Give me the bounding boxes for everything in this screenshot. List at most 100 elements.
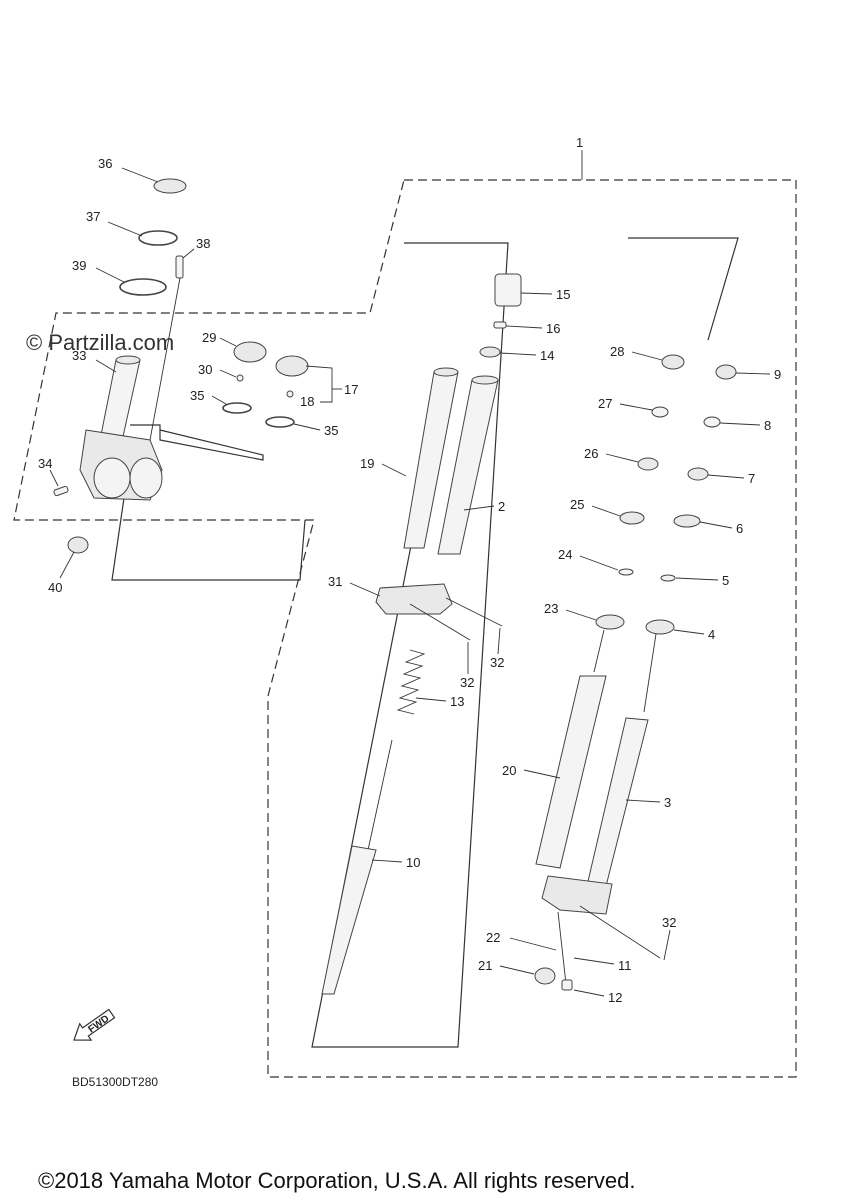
leader-23: [565, 609, 597, 621]
part-21-washer: [534, 967, 556, 985]
leader-32a: [497, 627, 501, 655]
fwd-arrow: FWD: [73, 1008, 116, 1041]
part-9-disc: [715, 364, 737, 380]
part-39-ring: [119, 278, 167, 296]
callout-27: 27: [598, 396, 612, 411]
leader-8: [719, 422, 761, 426]
callout-16: 16: [546, 321, 560, 336]
callout-14: 14: [540, 348, 554, 363]
callout-13: 13: [450, 694, 464, 709]
callout-26: 26: [584, 446, 598, 461]
callout-39: 39: [72, 258, 86, 273]
copyright-notice: ©2018 Yamaha Motor Corporation, U.S.A. A…: [38, 1168, 635, 1193]
part-13-spring: [396, 649, 426, 715]
part-33-bracket-right-boss: [129, 457, 163, 499]
part-25-disc: [619, 511, 645, 525]
part-36-cap: [153, 178, 187, 194]
callout-31: 31: [328, 574, 342, 589]
part-2-tube-top: [471, 375, 499, 385]
part-35-left-ring: [222, 402, 252, 414]
part-11-rod: [557, 911, 567, 985]
part-4-guide: [643, 633, 657, 713]
part-37-ring: [138, 230, 178, 246]
callout-25: 25: [570, 497, 584, 512]
leader-9: [735, 372, 771, 375]
leader-26: [605, 453, 639, 463]
callout-29: 29: [202, 330, 216, 345]
callout-12: 12: [608, 990, 622, 1005]
callout-11: 11: [618, 958, 632, 973]
part-32-bolt-c: [579, 905, 661, 959]
leader-24: [579, 555, 619, 571]
callout-38: 38: [196, 236, 210, 251]
leader-27: [619, 403, 653, 411]
callout-30: 30: [198, 362, 212, 377]
callout-35-left: 35: [190, 388, 204, 403]
part-23-guide: [593, 629, 605, 673]
callout-24: 24: [558, 547, 572, 562]
part-27-disc: [651, 406, 669, 418]
callout-28: 28: [610, 344, 624, 359]
callout-19: 19: [360, 456, 374, 471]
part-7-disc: [687, 467, 709, 481]
leader-25: [591, 505, 621, 517]
part-10-rod: [367, 739, 393, 851]
part-19-tube-top: [433, 367, 459, 377]
right-column-group-box: [628, 237, 739, 341]
part-29-cap: [233, 341, 267, 363]
part-6-disc: [673, 514, 701, 528]
leader-31: [349, 582, 381, 597]
callout-18: 18: [300, 394, 314, 409]
leader-15: [520, 292, 553, 295]
callout-33: 33: [72, 348, 86, 363]
part-40-nut: [67, 536, 89, 554]
callout-22: 22: [486, 930, 500, 945]
callout-35-right: 35: [324, 423, 338, 438]
part-33-bracket-left-boss: [93, 457, 131, 499]
leader-38: [182, 248, 195, 259]
part-8-disc: [703, 416, 721, 428]
part-4-disc: [645, 619, 675, 635]
leader-2: [463, 505, 495, 511]
leader-35b: [293, 423, 321, 431]
callout-32-c: 32: [662, 915, 676, 930]
part-20-outer-tube: [535, 675, 607, 869]
leader-7: [707, 474, 745, 479]
callout-7: 7: [748, 471, 755, 486]
bracket-group-box: [130, 424, 264, 461]
part-23-disc: [595, 614, 625, 630]
assembly-outlines: [13, 179, 797, 1078]
leader-39: [95, 267, 125, 283]
leader-22: [509, 937, 557, 951]
leader-10: [371, 859, 403, 863]
leader-40: [59, 551, 75, 579]
callout-36: 36: [98, 156, 112, 171]
leader-33: [95, 359, 117, 373]
part-15-collar: [494, 273, 522, 307]
part-17-cap: [275, 355, 309, 377]
leader-12: [573, 989, 605, 997]
leader-19: [381, 463, 407, 477]
leader-32c: [663, 929, 671, 961]
parts: [53, 178, 737, 995]
callout-37: 37: [86, 209, 100, 224]
callout-8: 8: [764, 418, 771, 433]
leader-14: [499, 352, 537, 356]
part-34-bolt: [53, 485, 69, 497]
leader-3: [625, 799, 661, 803]
fork-assembly-dashed-outline: [13, 179, 797, 1078]
callout-5: 5: [722, 573, 729, 588]
callout-6: 6: [736, 521, 743, 536]
leader-16: [505, 325, 543, 329]
callout-3: 3: [664, 795, 671, 810]
part-3-outer-tube: [585, 717, 649, 895]
part-32-bolt-b: [409, 603, 471, 641]
part-38-shaft-line: [149, 277, 181, 441]
part-5-disc: [660, 574, 676, 582]
callouts: 1 36 37 38 39 33 29 30 35 35 17 18 34 40…: [38, 135, 781, 1005]
callout-34: 34: [38, 456, 52, 471]
leader-28: [631, 351, 663, 361]
callout-9: 9: [774, 367, 781, 382]
part-38-pin: [175, 255, 184, 279]
leader-34: [49, 469, 59, 487]
